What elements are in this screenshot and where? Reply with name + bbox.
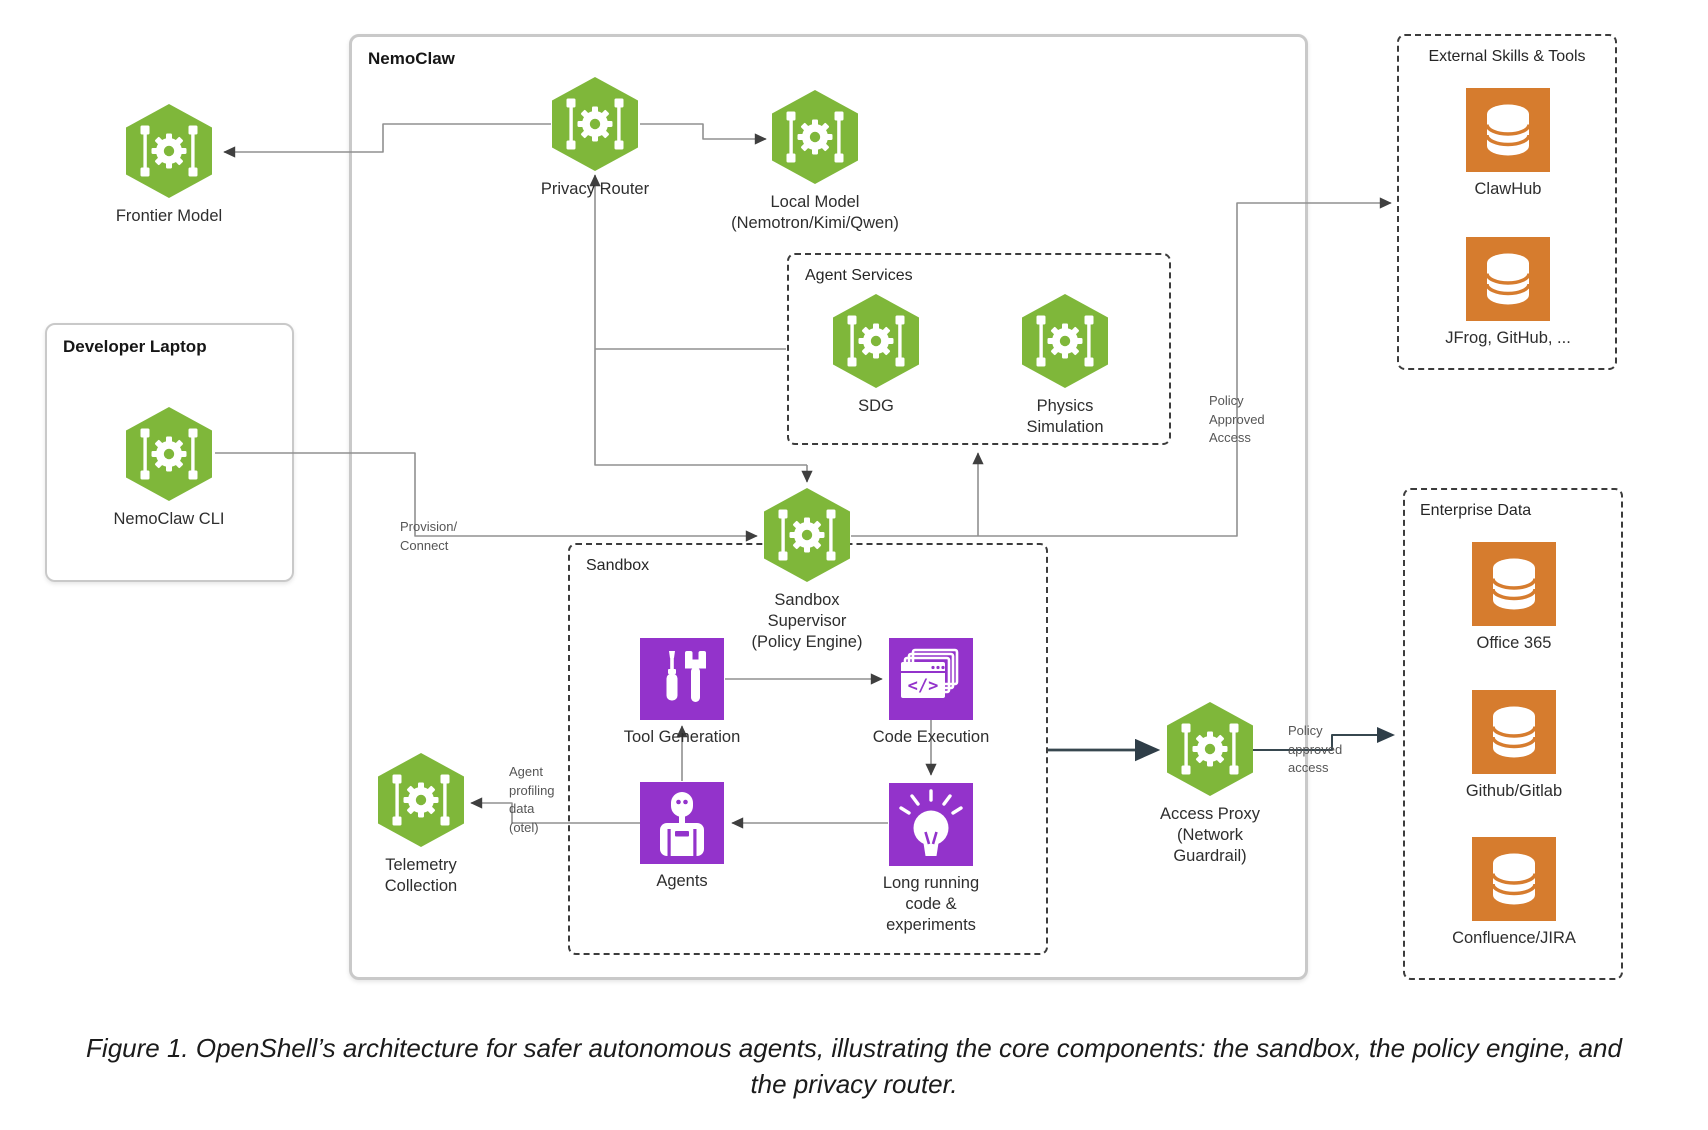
physics-simulation-label: Physics Simulation: [1026, 397, 1104, 436]
figure-caption-line-1: Figure 1. OpenShell’s architecture for s…: [86, 1033, 1622, 1063]
gear-hexagon-icon: [377, 752, 465, 848]
code-window-icon: [889, 638, 973, 720]
confluence-jira-label: Confluence/JIRA: [1452, 929, 1576, 947]
nemoclaw-title: NemoClaw: [368, 49, 455, 68]
gear-hexagon-icon: [763, 487, 851, 583]
sandbox-title: Sandbox: [586, 557, 650, 574]
external-skills-container: External Skills & Tools: [1397, 34, 1617, 370]
agent-profiling-data-label: Agent profiling data (otel): [509, 764, 555, 835]
policy-approved-access-upper-label: Policy Approved Access: [1209, 393, 1265, 445]
clawhub-label: ClawHub: [1474, 180, 1542, 198]
node-sdg: SDG: [776, 293, 976, 417]
code-execution-label: Code Execution: [872, 728, 990, 746]
node-tool-generation: Tool Generation: [582, 638, 782, 748]
nemoclaw-cli-label: NemoClaw CLI: [113, 510, 225, 528]
database-icon: [1466, 237, 1550, 321]
database-icon: [1472, 690, 1556, 774]
privacy-router-label: Privacy Router: [540, 180, 650, 198]
node-github-gitlab: Github/Gitlab: [1414, 690, 1614, 802]
sdg-label: SDG: [858, 397, 894, 415]
developer-laptop-title: Developer Laptop: [63, 337, 207, 356]
sandbox-supervisor-label: Sandbox Supervisor (Policy Engine): [751, 591, 863, 651]
node-office365: Office 365: [1414, 542, 1614, 654]
node-clawhub: ClawHub: [1408, 88, 1608, 200]
node-sandbox-supervisor: Sandbox Supervisor (Policy Engine): [707, 487, 907, 653]
gear-hexagon-icon: [551, 76, 639, 172]
node-access-proxy: Access Proxy (Network Guardrail): [1110, 701, 1310, 867]
telemetry-collection-label: Telemetry Collection: [384, 856, 458, 895]
enterprise-data-container: Enterprise Data: [1403, 488, 1623, 980]
gear-hexagon-icon: [1021, 293, 1109, 389]
node-agents: Agents: [582, 782, 782, 892]
robot-icon: [640, 782, 724, 864]
node-nemoclaw-cli: NemoClaw CLI: [69, 406, 269, 530]
gear-hexagon-icon: [125, 406, 213, 502]
lightbulb-icon: [889, 783, 973, 866]
node-jfrog-github: JFrog, GitHub, ...: [1408, 237, 1608, 349]
node-confluence-jira: Confluence/JIRA: [1414, 837, 1614, 949]
github-gitlab-label: Github/Gitlab: [1465, 782, 1563, 800]
node-local-model: Local Model (Nemotron/Kimi/Qwen): [715, 89, 915, 234]
provision-connect-label: Provision/ Connect: [400, 519, 458, 553]
agent-services-title: Agent Services: [805, 267, 913, 284]
database-icon: [1466, 88, 1550, 172]
gear-hexagon-icon: [125, 103, 213, 199]
node-physics-simulation: Physics Simulation: [965, 293, 1165, 438]
local-model-label: Local Model (Nemotron/Kimi/Qwen): [731, 193, 899, 232]
tools-icon: [640, 638, 724, 720]
frontier-model-label: Frontier Model: [115, 207, 223, 225]
node-frontier-model: Frontier Model: [69, 103, 269, 227]
node-telemetry-collection: Telemetry Collection: [321, 752, 521, 897]
figure-caption-line-2: the privacy router.: [750, 1069, 958, 1099]
enterprise-data-title: Enterprise Data: [1420, 502, 1532, 519]
jfrog-github-label: JFrog, GitHub, ...: [1445, 329, 1571, 347]
office365-label: Office 365: [1476, 634, 1552, 652]
gear-hexagon-icon: [832, 293, 920, 389]
node-privacy-router: Privacy Router: [495, 76, 695, 200]
external-skills-title: External Skills & Tools: [1428, 48, 1586, 65]
agents-label: Agents: [656, 872, 708, 890]
policy-approved-access-lower-label: Policy approved access: [1288, 723, 1343, 775]
gear-hexagon-icon: [771, 89, 859, 185]
database-icon: [1472, 837, 1556, 921]
long-running-label: Long running code & experiments: [882, 874, 980, 934]
node-long-running: Long running code & experiments: [831, 783, 1031, 936]
node-code-execution: Code Execution: [831, 638, 1031, 748]
gear-hexagon-icon: [1166, 701, 1254, 797]
tool-generation-label: Tool Generation: [623, 728, 741, 746]
database-icon: [1472, 542, 1556, 626]
access-proxy-label: Access Proxy (Network Guardrail): [1160, 805, 1260, 865]
